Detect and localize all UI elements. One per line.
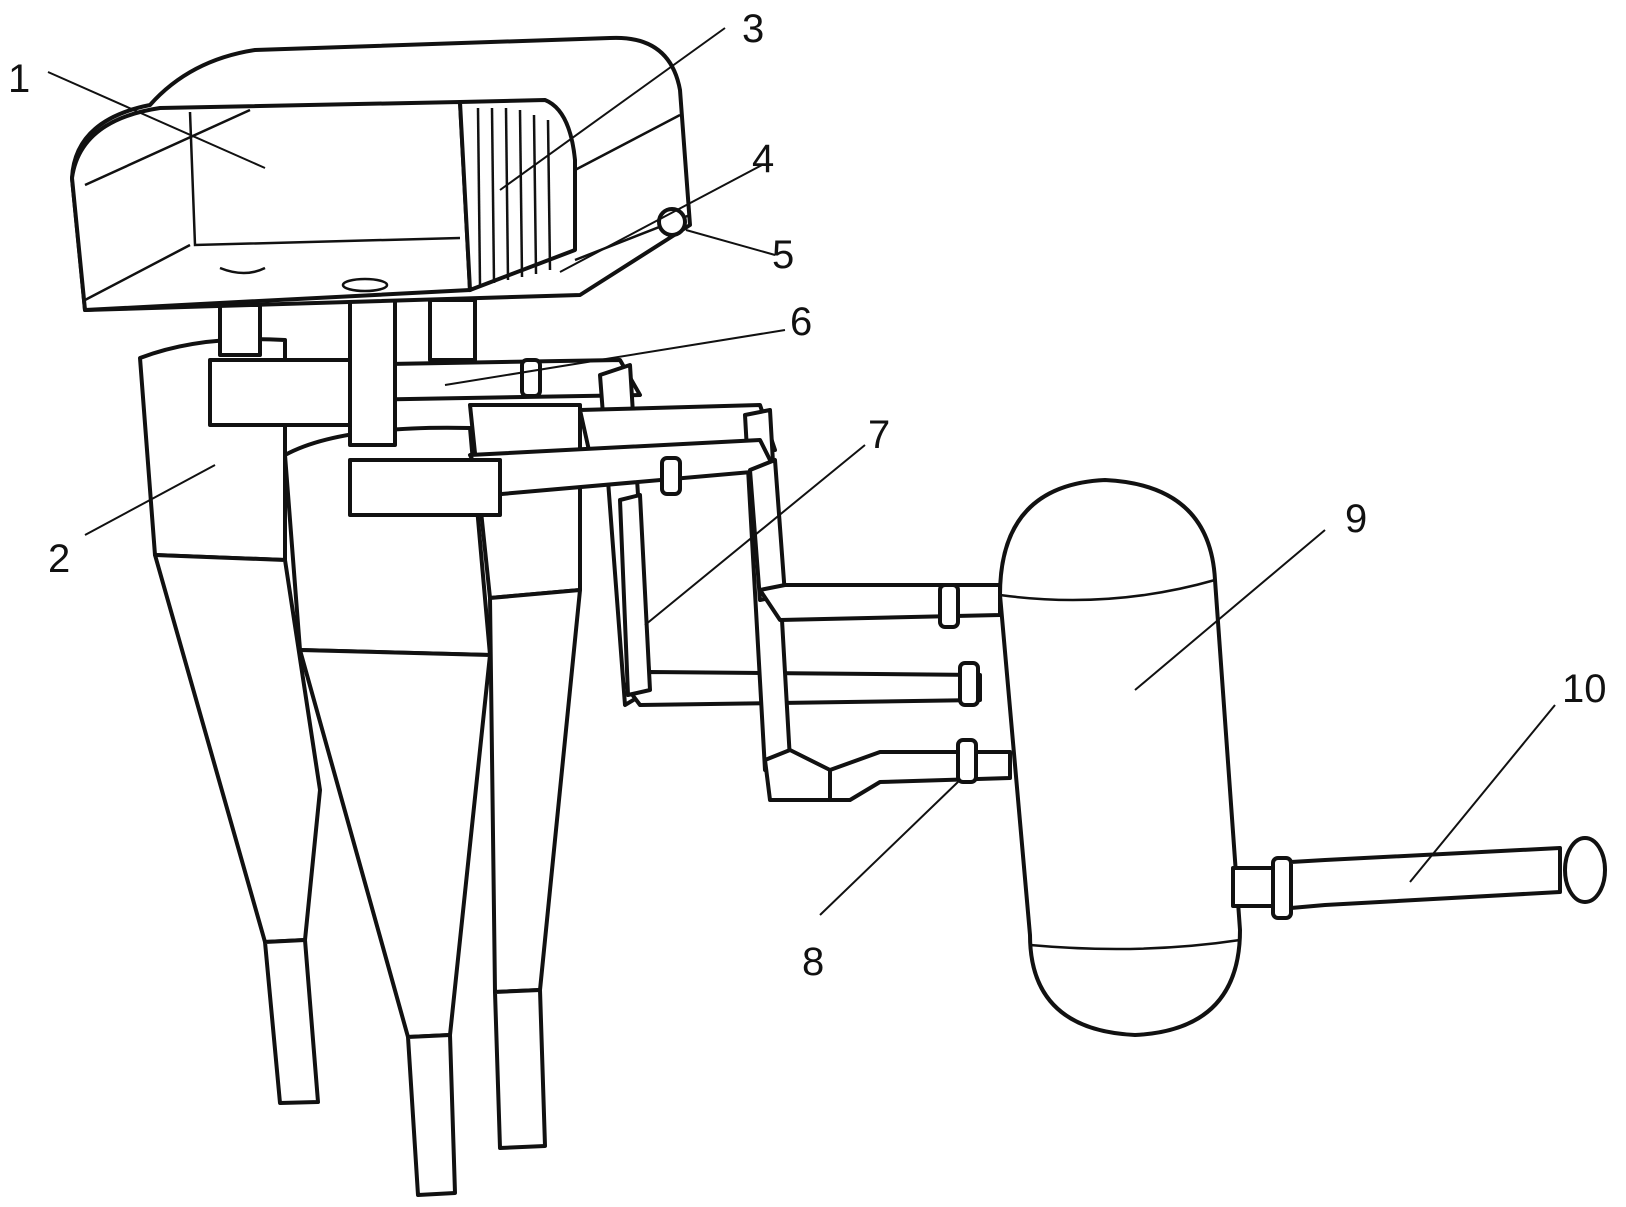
outlet-nozzle: [1231, 836, 1607, 920]
label-2: 2: [48, 537, 70, 581]
part-labels: 1 2 3 4 5 6 7 8 9 10: [8, 7, 1607, 984]
label-6: 6: [790, 300, 812, 344]
inlet-stubs: [208, 293, 502, 517]
pipe-system: [328, 358, 1012, 802]
tank: [998, 478, 1242, 1037]
label-4: 4: [752, 137, 774, 181]
label-9: 9: [1345, 497, 1367, 541]
label-8: 8: [802, 940, 824, 984]
label-3: 3: [742, 7, 764, 51]
label-5: 5: [772, 233, 794, 277]
label-1: 1: [8, 57, 30, 101]
leader-lines: [47, 27, 1556, 916]
couplings: [520, 358, 980, 784]
label-10: 10: [1562, 667, 1607, 711]
housing-box: [70, 35, 692, 312]
label-7: 7: [868, 413, 890, 457]
